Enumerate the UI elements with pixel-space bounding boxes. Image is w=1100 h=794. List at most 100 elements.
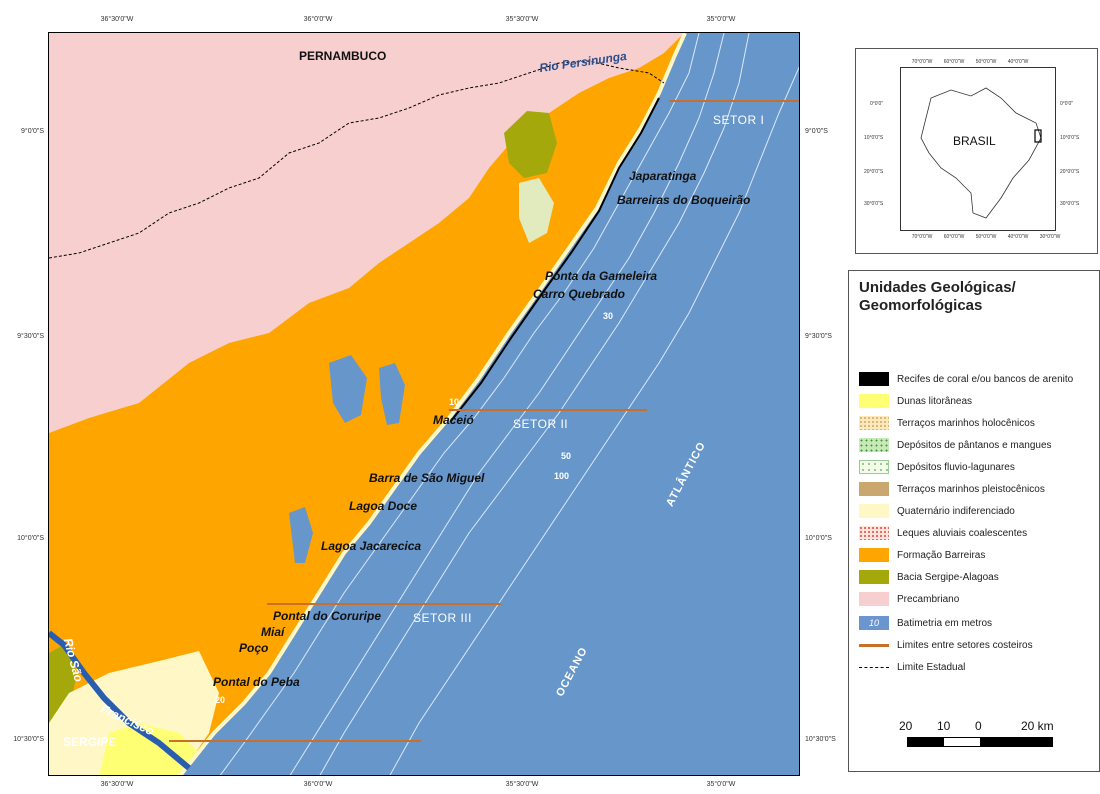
inset-coord-left: 30°0'0"S: [864, 201, 884, 207]
legend-swatch: [859, 372, 889, 386]
legend-swatch: [859, 504, 889, 518]
scale-bar-segment: [944, 738, 980, 746]
map-frame: PERNAMBUCO SERGIPE Rio Persinunga Rio Sã…: [48, 32, 800, 776]
place-label: Ponta da Gameleira: [545, 269, 658, 283]
inset-coord-right: 10°0'0"S: [1060, 135, 1080, 141]
inset-coord-right: 0°0'0": [1060, 101, 1074, 107]
legend-item: Quaternário indiferenciado: [859, 503, 1015, 519]
place-label: Poço: [239, 641, 269, 655]
place-label: Maceió: [433, 413, 474, 427]
legend-item: Limites entre setores costeiros: [859, 637, 1033, 653]
sector-label-3: SETOR III: [413, 611, 472, 625]
legend-label: Leques aluviais coalescentes: [897, 527, 1028, 539]
land-bacia: [504, 111, 557, 178]
legend-label: Terraços marinhos holocênicos: [897, 417, 1035, 429]
inset-map-frame: BRASIL: [900, 67, 1056, 231]
legend-label: Limites entre setores costeiros: [897, 639, 1033, 651]
inset-coord-bottom: 70°0'0"W: [911, 234, 933, 240]
coastal-strip: [178, 33, 687, 775]
sector-boundaries: [169, 100, 799, 742]
legend-swatch: [859, 666, 889, 668]
legend-item: Recifes de coral e/ou bancos de arenito: [859, 371, 1073, 387]
lagoon-1: [329, 355, 367, 423]
legend-label: Depósitos de pântanos e mangues: [897, 439, 1052, 451]
reef-line: [450, 97, 660, 422]
coord-label-left: 10°30'0"S: [13, 736, 44, 743]
scale-bar-segment: [980, 738, 1052, 746]
lagoon-2: [379, 363, 405, 425]
inset-coord-left: 10°0'0"S: [864, 135, 884, 141]
legend-item: Bacia Sergipe-Alagoas: [859, 569, 999, 585]
place-label: Pontal do Peba: [213, 675, 300, 689]
brazil-outline: [920, 87, 1042, 219]
legend-item: Leques aluviais coalescentes: [859, 525, 1027, 541]
inset-coord-right: 20°0'0"S: [1060, 169, 1080, 175]
legend-label: Dunas litorâneas: [897, 395, 973, 407]
inset-coord-left: 0°0'0": [870, 101, 884, 107]
legend-label: Terraços marinhos pleistocênicos: [897, 483, 1045, 495]
scale-bar-segment: [908, 738, 944, 746]
inset-coord-bottom: 60°0'0"W: [943, 234, 965, 240]
coord-label-top: 36°30'0"W: [100, 16, 134, 23]
rio-sao-francisco: [49, 630, 191, 771]
place-label: Pontal do Coruripe: [273, 609, 381, 623]
inset-coord-bottom: 30°0'0"W: [1039, 234, 1061, 240]
land-precambrian-lobe: [49, 33, 685, 378]
legend-swatch-bathymetry: 10: [859, 616, 889, 630]
inset-country-label: BRASIL: [953, 134, 996, 148]
inset-coord-bottom: 40°0'0"W: [1007, 234, 1029, 240]
scale-label: 0: [975, 719, 982, 733]
legend-swatch: [859, 570, 889, 584]
legend-label: Recifes de coral e/ou bancos de arenito: [897, 373, 1074, 385]
legend-item: Depósitos de pântanos e mangues: [859, 437, 1052, 453]
legend-label: Batimetria em metros: [897, 617, 993, 629]
state-label-sergipe: SERGIPE: [63, 735, 117, 749]
legend-swatch: [859, 394, 889, 408]
coord-label-right: 9°0'0"S: [805, 128, 828, 135]
scale-label: 10: [937, 719, 951, 733]
inset-coord-top: 60°0'0"W: [943, 59, 965, 65]
inset-coord-left: 20°0'0"S: [864, 169, 884, 175]
legend-title: Unidades Geológicas/ Geomorfológicas: [859, 279, 1016, 315]
legend-item: Terraços marinhos holocênicos: [859, 415, 1035, 431]
legend-swatch: [859, 460, 889, 474]
coord-label-left: 9°0'0"S: [21, 128, 44, 135]
land-fluvio: [519, 178, 554, 243]
map-canvas: [49, 33, 799, 775]
coord-label-bottom: 36°0'0"W: [303, 781, 333, 788]
legend-item: Formação Barreiras: [859, 547, 985, 563]
legend-item: Dunas litorâneas: [859, 393, 972, 409]
inset-coord-right: 30°0'0"S: [1060, 201, 1080, 207]
place-label: Miaí: [261, 625, 285, 639]
bathymetry-label-50: 50: [561, 451, 572, 461]
legend-label: Precambriano: [897, 593, 960, 605]
place-label: Japaratinga: [629, 169, 697, 183]
legend-swatch: [859, 592, 889, 606]
legend-swatch: [859, 548, 889, 562]
scale-label: 20: [899, 719, 913, 733]
scale-label: 20 km: [1021, 719, 1054, 733]
legend-item: Depósitos fluvio-lagunares: [859, 459, 1015, 475]
scale-bar: [907, 737, 1053, 747]
legend-label: Quaternário indiferenciado: [897, 505, 1015, 517]
coord-label-top: 36°0'0"W: [303, 16, 333, 23]
legend-label: Bacia Sergipe-Alagoas: [897, 571, 999, 583]
bathymetry-label-10: 10: [449, 397, 460, 407]
bathymetry-label-20: 20: [215, 695, 226, 705]
inset-map-canvas: [920, 87, 1042, 219]
coord-label-right: 10°0'0"S: [805, 535, 832, 542]
legend-item: Limite Estadual: [859, 659, 965, 675]
place-label: Barra de São Miguel: [369, 471, 485, 485]
bathymetry-label-100: 100: [554, 471, 570, 481]
inset-coord-top: 70°0'0"W: [911, 59, 933, 65]
inset-coord-top: 40°0'0"W: [1007, 59, 1029, 65]
legend-label: Formação Barreiras: [897, 549, 986, 561]
legend-swatch: [859, 416, 889, 430]
coord-label-top: 35°0'0"W: [706, 16, 736, 23]
inset-coord-bottom: 50°0'0"W: [975, 234, 997, 240]
state-label-pernambuco: PERNAMBUCO: [299, 49, 387, 63]
legend-label: Limite Estadual: [897, 661, 966, 673]
coord-label-left: 10°0'0"S: [17, 535, 44, 542]
legend-panel: Unidades Geológicas/ Geomorfológicas Rec…: [848, 270, 1100, 772]
coord-label-left: 9°30'0"S: [17, 333, 44, 340]
